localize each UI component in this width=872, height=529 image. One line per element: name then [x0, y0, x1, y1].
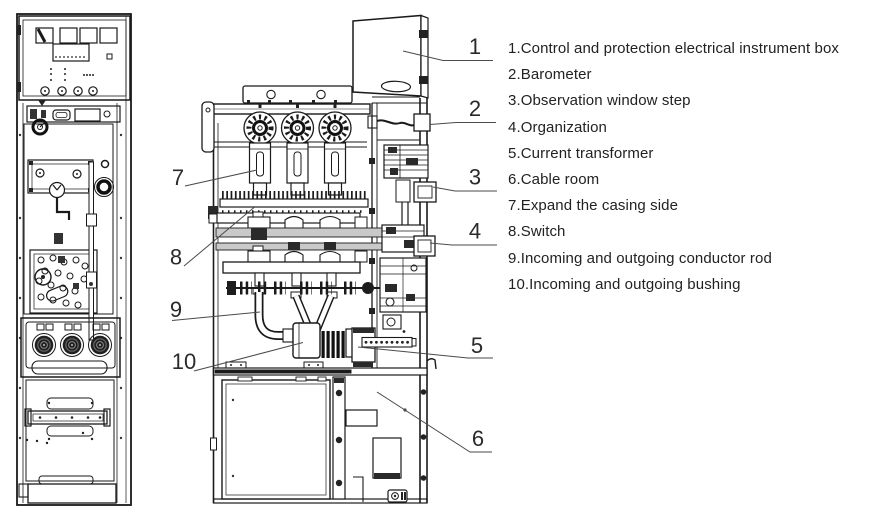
callout-number-8: 8: [170, 245, 182, 270]
switch-assembly: [208, 191, 421, 287]
gauge-dial: [31, 118, 49, 136]
legend-label: Expand the casing side: [520, 197, 679, 215]
hook-mark: [426, 358, 437, 370]
side-view-cabinet: [201, 14, 437, 504]
bushing-pole: [318, 104, 352, 196]
front-view-cabinet: [16, 13, 132, 506]
round-dial: [88, 333, 112, 357]
top-mounting-plate: [242, 85, 353, 104]
callout-number-2: 2: [469, 96, 481, 121]
callout-leaders: [171, 50, 497, 453]
cable-room-door: [372, 437, 402, 479]
casing-bushings: [243, 104, 352, 196]
legend-number: 2.: [508, 66, 521, 84]
observation-window-step: [413, 181, 437, 203]
hinge: [419, 76, 428, 84]
instrument-box: [352, 14, 429, 99]
parts-legend: 1.Control and protection electrical inst…: [508, 36, 839, 298]
legend-label: Current transformer: [520, 144, 654, 162]
legend-label: Control and protection electrical instru…: [520, 40, 840, 57]
current-transformer: [351, 327, 417, 367]
legend-number: 8.: [508, 223, 521, 241]
front-terminal-section: [18, 379, 117, 504]
legend-number: 10.: [508, 275, 530, 293]
legend-number: 1.: [508, 40, 521, 57]
legend-item-4: 4.Organization: [508, 115, 839, 141]
legend-number: 5.: [508, 144, 521, 162]
legend-label: Barometer: [520, 66, 592, 84]
legend-item-1: 1.Control and protection electrical inst…: [508, 36, 839, 62]
callout-number-10: 10: [172, 349, 196, 374]
legend-item-8: 8.Switch: [508, 219, 839, 245]
legend-label: Switch: [520, 223, 566, 241]
callout-number-3: 3: [469, 165, 481, 190]
organization-mechanism: [413, 235, 436, 257]
legend-item-6: 6.Cable room: [508, 167, 839, 193]
indicator-display: [52, 43, 90, 62]
legend-item-9: 9.Incoming and outgoing conductor rod: [508, 246, 839, 272]
callout-number-5: 5: [471, 333, 483, 358]
legend-number: 6.: [508, 171, 521, 189]
callout-number-7: 7: [172, 165, 184, 190]
callout-number-9: 9: [170, 297, 182, 322]
legend-number: 3.: [508, 92, 521, 110]
legend-label: Observation window step: [520, 92, 691, 110]
round-dial: [60, 333, 84, 357]
bushing-pole: [280, 104, 315, 196]
callout-number-1: 1: [469, 34, 481, 59]
legend-item-2: 2.Barometer: [508, 62, 839, 88]
mechanism-column: [377, 139, 437, 330]
legend-label: Incoming and outgoing bushing: [529, 275, 741, 293]
outgoing-bushing: [292, 322, 355, 359]
legend-item-10: 10.Incoming and outgoing bushing: [508, 272, 839, 298]
legend-item-5: 5.Current transformer: [508, 141, 839, 167]
legend-item-7: 7.Expand the casing side: [508, 193, 839, 219]
handle-slot: [380, 80, 412, 93]
callout-number-4: 4: [469, 219, 481, 244]
round-dial: [32, 333, 56, 357]
compartment-floor: [212, 361, 428, 376]
legend-number: 7.: [508, 197, 521, 215]
callout-number-6: 6: [472, 426, 484, 451]
front-dial-section: [20, 317, 121, 378]
bushing-pole: [243, 104, 277, 196]
hinge: [17, 82, 21, 92]
legend-item-3: 3.Observation window step: [508, 88, 839, 114]
legend-label: Incoming and outgoing conductor rod: [520, 249, 772, 267]
hinge: [17, 25, 21, 35]
hinge: [419, 30, 428, 38]
legend-label: Organization: [520, 118, 607, 136]
legend-number: 9.: [508, 249, 521, 267]
busbar-rail: [201, 101, 371, 153]
cable-room: [210, 376, 427, 503]
legend-label: Cable room: [520, 171, 600, 189]
legend-number: 4.: [508, 118, 521, 136]
front-mechanism-section: [23, 105, 121, 341]
front-control-panel: [17, 15, 131, 106]
